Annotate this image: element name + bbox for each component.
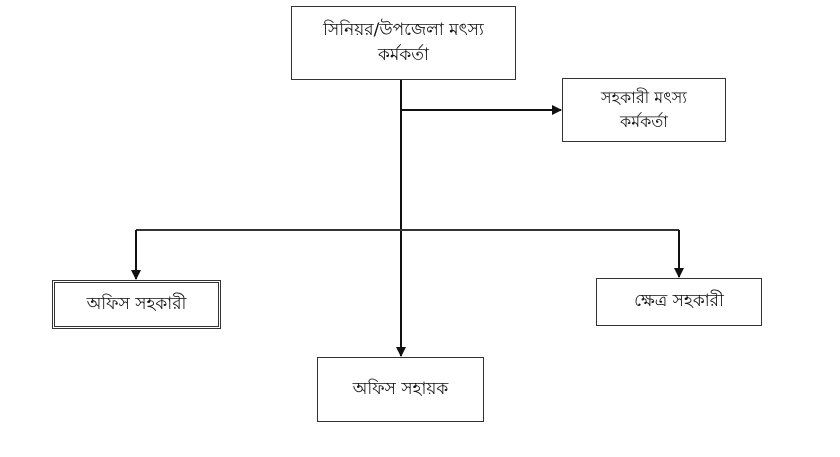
- node-assistant-fisheries-officer: সহকারী মৎস্য কর্মকর্তা: [562, 78, 726, 142]
- node-office-assistant: অফিস সহকারী: [52, 280, 221, 329]
- node-label: অফিস সহকারী: [86, 293, 187, 314]
- node-field-assistant: ক্ষেত্র সহকারী: [596, 278, 762, 326]
- node-office-helper: অফিস সহায়ক: [317, 357, 484, 422]
- node-label: অফিস সহায়ক: [352, 378, 449, 399]
- node-label: ক্ষেত্র সহকারী: [634, 291, 724, 312]
- node-label-line2: কর্মকর্তা: [620, 112, 668, 131]
- node-senior-officer: সিনিয়র/উপজেলা মৎস্য কর্মকর্তা: [291, 6, 516, 80]
- node-label-line2: কর্মকর্তা: [378, 45, 429, 65]
- node-label-line1: সহকারী মৎস্য: [601, 88, 687, 107]
- node-label-line1: সিনিয়র/উপজেলা মৎস্য: [323, 19, 484, 40]
